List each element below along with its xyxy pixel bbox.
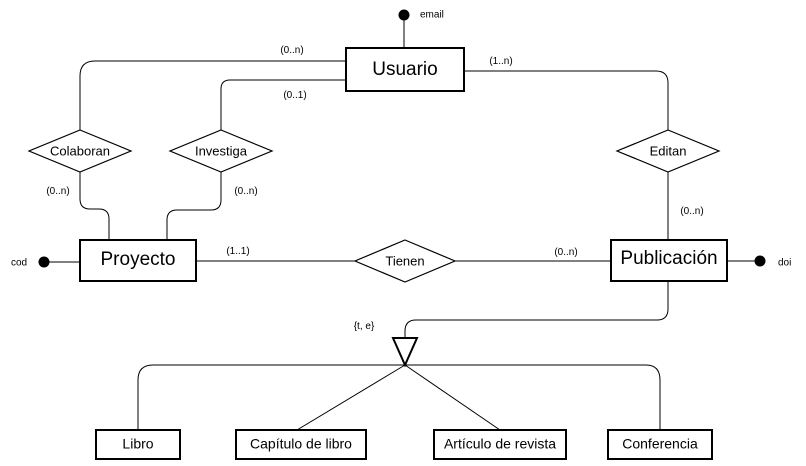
entity-proyecto[interactable]: Proyecto: [79, 239, 197, 282]
card-tienen-publicacion: (0..n): [554, 247, 577, 258]
card-editan-usuario: (1..n): [489, 56, 512, 67]
relationship-colaboran-label: Colaboran: [50, 143, 110, 158]
entity-proyecto-label: Proyecto: [101, 249, 176, 270]
line-isa-libro: [137, 364, 405, 430]
line-colaboran-proyecto: [79, 172, 110, 240]
subtype-articulo[interactable]: Artículo de revista: [433, 429, 567, 460]
subtype-capitulo-label: Capítulo de libro: [250, 436, 352, 452]
relationship-tienen-label: Tienen: [385, 253, 424, 268]
relationship-colaboran[interactable]: Colaboran: [27, 129, 133, 173]
subtype-libro-label: Libro: [122, 436, 153, 452]
line-usuario-editan: [464, 70, 669, 130]
subtype-capitulo[interactable]: Capítulo de libro: [235, 429, 367, 460]
doi-attribute-label: doi: [778, 258, 791, 269]
line-usuario-investiga: [220, 79, 346, 130]
line-usuario-colaboran: [79, 60, 346, 130]
card-tienen-proyecto: (1..1): [226, 246, 249, 257]
relationship-investiga-label: Investiga: [195, 143, 248, 158]
relationship-tienen[interactable]: Tienen: [353, 239, 457, 283]
subtype-articulo-label: Artículo de revista: [444, 436, 556, 452]
line-isa-capitulo: [296, 364, 406, 431]
line-isa-articulo: [404, 364, 501, 431]
entity-usuario-label: Usuario: [372, 59, 437, 80]
subtype-libro[interactable]: Libro: [95, 429, 181, 460]
relationship-editan[interactable]: Editan: [615, 129, 721, 173]
connectors: [44, 15, 760, 431]
line-publicacion-isa: [404, 280, 669, 338]
entity-usuario[interactable]: Usuario: [345, 47, 465, 92]
card-colaboran-usuario: (0..n): [280, 45, 303, 56]
doi-attribute-dot: [754, 255, 766, 267]
cod-attribute-dot: [38, 256, 50, 268]
cod-attribute-label: cod: [11, 258, 27, 269]
entity-publicacion[interactable]: Publicación: [610, 239, 728, 282]
card-investiga-usuario: (0..1): [283, 90, 306, 101]
email-attribute-label: email: [420, 10, 444, 21]
subtype-conferencia[interactable]: Conferencia: [607, 429, 713, 460]
subtype-conferencia-label: Conferencia: [622, 436, 698, 452]
line-investiga-proyecto: [166, 172, 222, 240]
entity-publicacion-label: Publicación: [620, 248, 717, 269]
card-editan-publicacion: (0..n): [680, 206, 703, 217]
email-attribute-dot: [398, 9, 410, 21]
card-colaboran-proyecto: (0..n): [46, 186, 69, 197]
specialization-constraint: {t, e}: [354, 321, 375, 332]
line-isa-conferencia: [405, 364, 661, 430]
relationship-investiga[interactable]: Investiga: [168, 129, 274, 173]
card-investiga-proyecto: (0..n): [234, 186, 257, 197]
relationship-editan-label: Editan: [650, 143, 687, 158]
specialization-isa[interactable]: [391, 337, 419, 368]
isa-triangle: [391, 337, 419, 368]
